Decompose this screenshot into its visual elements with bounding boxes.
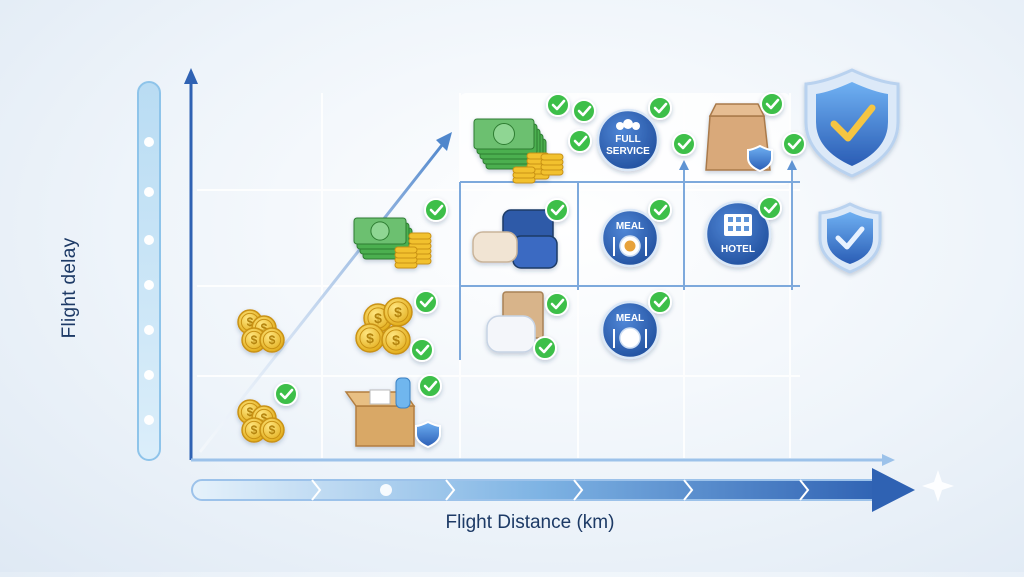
check-icon <box>672 132 696 156</box>
svg-text:$: $ <box>392 332 400 348</box>
full-service-label-line1: FULL <box>615 134 641 145</box>
check-icon <box>274 382 298 406</box>
mini-shield-icon <box>747 144 773 173</box>
sparkle-icon <box>922 470 954 502</box>
check-icon <box>545 198 569 222</box>
svg-text:$: $ <box>247 405 254 419</box>
small-shield-icon <box>818 202 882 274</box>
delay-scale-bar <box>137 81 161 461</box>
check-icon <box>648 96 672 120</box>
check-icon <box>410 338 434 362</box>
check-icon <box>418 374 442 398</box>
svg-text:$: $ <box>247 315 254 329</box>
cell-coins-small: $$$$ <box>237 382 298 443</box>
meal-label: MEAL <box>616 221 644 232</box>
x-axis-label: Flight Distance (km) <box>445 512 615 533</box>
mini-shield-icon <box>415 420 441 449</box>
distance-scale-bar <box>191 468 915 512</box>
svg-text:$: $ <box>394 304 402 320</box>
cell-coins-small: $$$$ <box>237 309 285 353</box>
check-icon <box>546 93 570 117</box>
trend-arrow-head <box>436 132 452 151</box>
check-icon <box>414 290 438 314</box>
svg-text:$: $ <box>251 423 258 437</box>
cell-meal-token: MEAL <box>600 198 672 268</box>
cell-luggage-blanket <box>472 198 569 269</box>
meal-label: MEAL <box>616 313 644 324</box>
trend-arrow-line <box>198 139 448 453</box>
cell-coins-medium: $$$$ <box>355 290 438 362</box>
full-service-label-line2: SERVICE <box>606 146 650 157</box>
svg-text:$: $ <box>374 310 382 326</box>
check-icon <box>545 292 569 316</box>
check-icon <box>533 336 557 360</box>
check-icon <box>782 132 806 156</box>
svg-text:$: $ <box>366 330 374 346</box>
cell-meal-token: MEAL <box>600 290 672 360</box>
svg-text:$: $ <box>261 411 268 425</box>
y-axis-label: Flight delay <box>59 237 80 339</box>
hotel-label: HOTEL <box>721 244 755 255</box>
check-icon <box>424 198 448 222</box>
check-icon <box>758 196 782 220</box>
y-axis-arrow <box>184 68 198 84</box>
check-icon <box>648 290 672 314</box>
svg-text:$: $ <box>261 321 268 335</box>
cell-cash-large <box>473 93 596 184</box>
check-icon <box>572 99 596 123</box>
cell-cash-stack <box>353 198 448 269</box>
cell-hotel-token: HOTEL <box>704 196 782 268</box>
check-icon <box>760 92 784 116</box>
large-shield-icon <box>804 68 900 178</box>
check-icon <box>648 198 672 222</box>
check-icon <box>568 129 592 153</box>
svg-text:$: $ <box>269 423 276 437</box>
cell-pillow-bag <box>486 291 569 360</box>
svg-text:$: $ <box>269 333 276 347</box>
svg-text:$: $ <box>251 333 258 347</box>
cell-paper-bag <box>705 92 806 173</box>
cell-care-box <box>344 374 442 449</box>
delay-scale-lights <box>144 137 154 425</box>
